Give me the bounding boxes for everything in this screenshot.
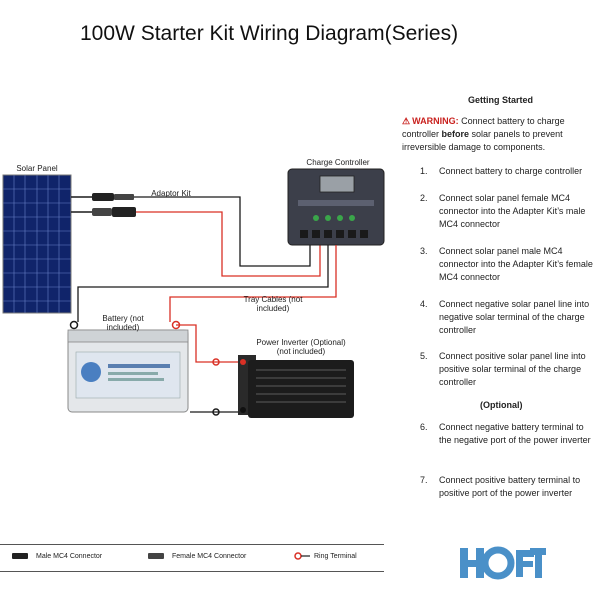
label-inverter-line2: (not included) [276, 347, 326, 356]
label-battery-line2: included) [106, 323, 140, 332]
label-inverter-line1: Power Inverter (Optional) [256, 338, 346, 347]
legend: Male MC4 Connector Female MC4 Connector … [0, 544, 384, 572]
brand-logo [460, 546, 546, 580]
legend-icons [12, 552, 310, 560]
legend-female-mc4: Female MC4 Connector [172, 553, 247, 560]
charge-controller [287, 168, 385, 246]
adaptor-kit-connectors [92, 193, 136, 217]
label-tray-cables-line2: included) [256, 304, 290, 313]
legend-ring-terminal: Ring Terminal [314, 553, 357, 560]
getting-started-title: Getting Started [468, 95, 534, 105]
diagram-title: 100W Starter Kit Wiring Diagram(Series) [80, 22, 459, 45]
label-tray-cables-line1: Tray Cables (not [243, 295, 303, 304]
label-solar-panel: Solar Panel [16, 164, 58, 173]
warning-bold: before [441, 129, 470, 139]
optional-label: (Optional) [480, 400, 523, 410]
warning-icon: ⚠ [402, 116, 411, 126]
label-charge-controller: Charge Controller [306, 158, 370, 167]
power-inverter [238, 355, 354, 418]
label-battery-line1: Battery (not [102, 314, 144, 323]
battery [67, 329, 189, 413]
warning-text: ⚠WARNING: Connect battery to charge cont… [402, 115, 592, 154]
warning-pre: Connect battery to charge controller [402, 116, 565, 139]
warning-label: WARNING: [412, 116, 459, 126]
label-adaptor-kit: Adaptor Kit [151, 189, 191, 198]
solar-panel [2, 174, 72, 314]
warning-post: solar panels to prevent irreversible dam… [402, 129, 563, 152]
legend-male-mc4: Male MC4 Connector [36, 553, 103, 560]
